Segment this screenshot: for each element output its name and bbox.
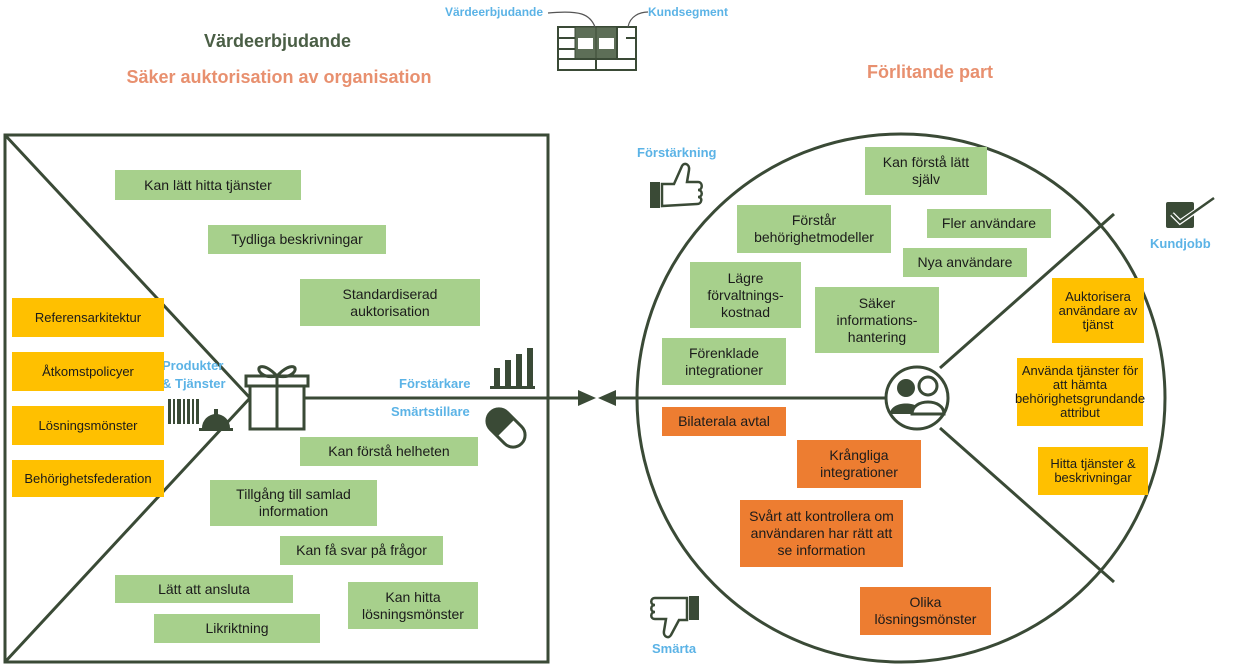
pain-note: Krångliga integrationer (797, 440, 921, 488)
pain-reliever-note: Tillgång till samlad information (210, 480, 377, 526)
customer-job-note: Auktorisera användare av tjänst (1052, 278, 1144, 343)
jobs-label: Kundjobb (1150, 236, 1211, 251)
customer-job-note: Använda tjänster för att hämta behörighe… (1015, 358, 1145, 426)
gain-note: Fler användare (927, 209, 1051, 238)
product-note: Åtkomstpolicyer (12, 352, 164, 391)
gain-creator-note: Standardiserad auktorisation (300, 279, 480, 326)
pains-label: Smärta (652, 641, 697, 656)
gain-note: Säker informations-hantering (815, 287, 939, 353)
gain-note: Kan förstå lätt själv (865, 147, 987, 195)
checkbox-icon (1166, 196, 1215, 228)
product-note: Lösningsmönster (12, 406, 164, 445)
product-note: Referensarkitektur (12, 298, 164, 337)
products-label: Produkter (162, 358, 224, 373)
gift-icon (244, 365, 310, 431)
pain-relievers-label: Smärtstillare (391, 404, 470, 419)
pain-note: Olika lösningsmönster (860, 587, 991, 635)
gains-label: Förstärkning (637, 145, 717, 160)
canvas-icon-label-left: Värdeerbjudande (445, 5, 544, 19)
canvas-icon-label-right: Kundsegment (648, 5, 729, 19)
pain-reliever-note: Lätt att ansluta (115, 575, 293, 603)
value-map-diagonal-top (3, 133, 252, 400)
barcode-icon (168, 399, 199, 424)
customer-job-note: Hitta tjänster & beskrivningar (1038, 447, 1148, 495)
fit-arrow-left (598, 390, 616, 406)
products-label-line2: & Tjänster (162, 376, 226, 391)
value-map-diagonal-bottom (3, 396, 252, 664)
pill-icon (485, 407, 527, 449)
product-note: Behörighetsfederation (12, 460, 164, 497)
pain-note: Svårt att kontrollera om användaren har … (740, 500, 903, 567)
gain-note: Förstår behörighetmodeller (737, 205, 891, 253)
customer-profile-divider-top (939, 212, 1115, 370)
pain-reliever-note: Likriktning (154, 614, 320, 643)
customer-segment-title: Förlitande part (866, 62, 993, 82)
value-proposition-title: Värdeerbjudande (203, 31, 352, 51)
gain-creators-label: Förstärkare (399, 376, 471, 391)
thumbs-up-icon (650, 162, 703, 208)
customer-profile-divider-bottom (939, 426, 1115, 584)
gain-note: Förenklade integrationer (662, 338, 786, 385)
gain-creator-note: Kan lätt hitta tjänster (115, 170, 301, 200)
canvas-icon (547, 11, 649, 71)
pain-note: Bilaterala avtal (662, 407, 786, 436)
customer-people-icon (884, 365, 950, 431)
bar-chart-icon (490, 348, 535, 389)
fit-arrow-right (578, 390, 596, 406)
gain-note: Lägre förvaltnings-kostnad (690, 262, 801, 328)
gain-note: Nya användare (903, 248, 1027, 277)
gain-creator-note: Tydliga beskrivningar (208, 225, 386, 254)
pain-reliever-note: Kan hitta lösningsmönster (348, 582, 478, 629)
pain-reliever-note: Kan få svar på frågor (280, 536, 443, 565)
service-bell-icon (199, 409, 233, 431)
thumbs-down-icon (650, 596, 699, 639)
pain-reliever-note: Kan förstå helheten (300, 437, 478, 466)
value-proposition-subtitle: Säker auktorisation av organisation (126, 67, 432, 87)
